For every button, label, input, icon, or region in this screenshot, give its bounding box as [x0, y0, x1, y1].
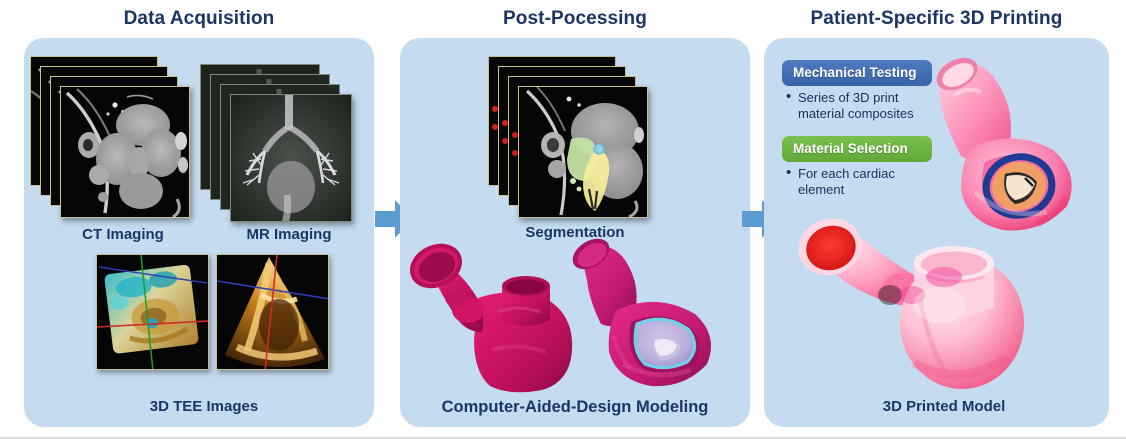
caption-cad-modeling: Computer-Aided-Design Modeling [441, 398, 709, 416]
bullet-material-selection: • For each cardiac element [786, 164, 921, 198]
tee-sector-image [216, 254, 329, 370]
caption-segmentation: Segmentation [525, 224, 625, 241]
bullet-dot-icon: • [786, 88, 792, 105]
bullet-mechanical-testing-text: Series of 3D print material composites [798, 90, 914, 121]
bullet-material-selection-text: For each cardiac element [798, 166, 895, 197]
cad-model-mitral-valve [565, 236, 740, 394]
badge-mechanical-testing[interactable]: Mechanical Testing [782, 60, 932, 86]
segmentation-image-stack [488, 56, 658, 224]
segmentation-slice-front [518, 86, 648, 218]
caption-3d-tee-images: 3D TEE Images [149, 398, 259, 415]
caption-3d-printed-model: 3D Printed Model [882, 398, 1006, 415]
panel-title-post-processing: Post-Pocessing [503, 8, 647, 29]
panel-title-data-acquisition: Data Acquisition [123, 8, 275, 29]
ct-image-stack [30, 56, 190, 224]
panel-title-3d-printing: Patient-Specific 3D Printing [810, 8, 1063, 29]
caption-ct-imaging: CT Imaging [82, 226, 164, 243]
caption-mr-imaging: MR Imaging [246, 226, 332, 243]
mr-slice-front [230, 94, 352, 222]
bullet-mechanical-testing: • Series of 3D print material composites [786, 88, 921, 122]
panel-post-processing: Post-Pocessing [400, 8, 750, 433]
tee-volume-image [96, 254, 209, 370]
mr-image-stack [200, 64, 360, 230]
cad-model-aorta-ventricle [406, 240, 606, 395]
panel-3d-printing: Patient-Specific 3D Printing [764, 8, 1109, 433]
printed-model-valve [909, 52, 1094, 252]
ct-slice-front [60, 86, 190, 218]
printed-model-aorta-ventricle [794, 203, 1049, 393]
panel-data-acquisition: Data Acquisition [24, 8, 374, 433]
bullet-dot-icon: • [786, 164, 792, 181]
badge-material-selection[interactable]: Material Selection [782, 136, 932, 162]
